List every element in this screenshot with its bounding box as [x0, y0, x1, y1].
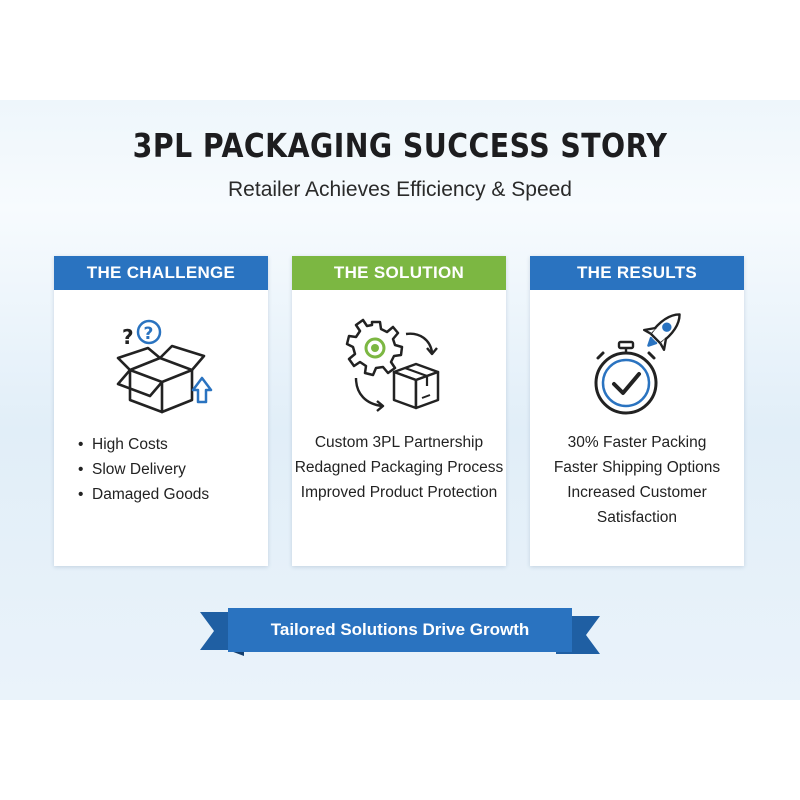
list-item: •High Costs — [78, 436, 168, 453]
solution-lines: Custom 3PL Partnership Redagned Packagin… — [292, 430, 506, 505]
challenge-list: •High Costs •Slow Delivery •Damaged Good… — [78, 432, 209, 507]
results-heading: THE RESULTS — [530, 256, 744, 290]
challenge-heading: THE CHALLENGE — [54, 256, 268, 290]
solution-heading: THE SOLUTION — [292, 256, 506, 290]
results-card: THE RESULTS 30% Faster Pack — [530, 256, 744, 566]
open-box-question-icon: ? ? — [54, 308, 268, 428]
gear-box-cycle-icon — [292, 308, 506, 428]
results-lines: 30% Faster Packing Faster Shipping Optio… — [530, 430, 744, 530]
list-item: Redagned Packaging Process — [294, 459, 504, 476]
list-item: Satisfaction — [596, 509, 678, 526]
ribbon-banner — [200, 608, 600, 656]
svg-text:?: ? — [122, 325, 134, 349]
list-item: Improved Product Protection — [300, 484, 498, 501]
page-subtitle: Retailer Achieves Efficiency & Speed — [228, 178, 572, 201]
challenge-card: THE CHALLENGE ? ? •High Costs •Slow Deli… — [54, 256, 268, 566]
banner-text: Tailored Solutions Drive Growth — [270, 620, 530, 639]
list-item: Faster Shipping Options — [553, 459, 721, 476]
list-item: Custom 3PL Partnership — [314, 434, 484, 451]
list-item: •Slow Delivery — [78, 461, 186, 478]
list-item: 30% Faster Packing — [567, 434, 707, 451]
list-item: Increased Customer — [567, 484, 707, 501]
stopwatch-rocket-icon — [530, 308, 744, 428]
svg-text:?: ? — [144, 324, 154, 344]
solution-card: THE SOLUTION — [292, 256, 506, 566]
list-item: •Damaged Goods — [78, 486, 210, 503]
page-title: 3PL PACKAGING SUCCESS STORY — [132, 126, 668, 165]
